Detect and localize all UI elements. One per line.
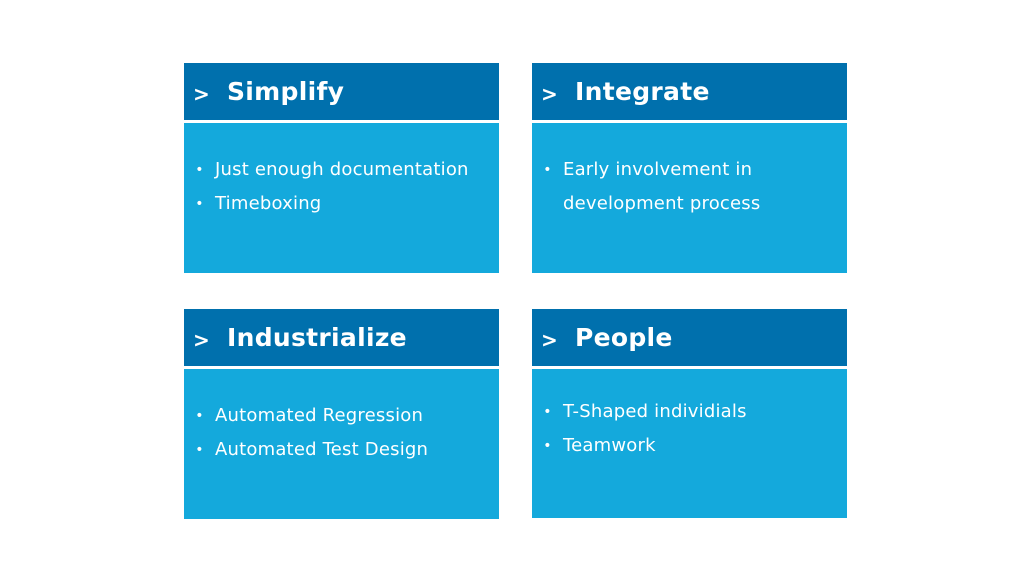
list-item: • Just enough documentation	[184, 153, 499, 187]
bullet-icon: •	[195, 442, 204, 458]
list-item: • Automated Regression	[184, 399, 499, 433]
card-body: • Just enough documentation • Timeboxing	[184, 123, 499, 273]
card-people: > People • T-Shaped individials • Teamwork	[532, 309, 847, 518]
card-body: • Automated Regression • Automated Test De…	[184, 369, 499, 519]
list-item: • T-Shaped individials	[532, 395, 847, 429]
item-text: Automated Test Design	[215, 439, 429, 460]
card-body: • Early involvement in development proces…	[532, 123, 847, 273]
card-simplify: > Simplify • Just enough documentation • T…	[184, 63, 499, 273]
item-text: Early involvement in development process	[563, 159, 761, 214]
chevron-right-icon: >	[541, 327, 558, 352]
card-integrate: > Integrate • Early involvement in develo…	[532, 63, 847, 273]
card-header: > Simplify	[184, 63, 499, 120]
bullet-icon: •	[543, 438, 552, 454]
chevron-right-icon: >	[193, 81, 210, 106]
bullet-icon: •	[195, 408, 204, 424]
item-text: T-Shaped individials	[563, 401, 747, 422]
card-header: > People	[532, 309, 847, 366]
card-header: > Industrialize	[184, 309, 499, 366]
card-title: People	[575, 323, 673, 352]
bullet-icon: •	[195, 162, 204, 178]
list-item: • Early involvement in development proces…	[532, 153, 847, 221]
bullet-icon: •	[195, 196, 204, 212]
item-text: Timeboxing	[215, 193, 322, 214]
list-item: • Automated Test Design	[184, 433, 499, 467]
item-text: Just enough documentation	[215, 159, 469, 180]
card-header: > Integrate	[532, 63, 847, 120]
item-text: Automated Regression	[215, 405, 424, 426]
chevron-right-icon: >	[193, 327, 210, 352]
card-title: Simplify	[227, 77, 345, 106]
card-title: Industrialize	[227, 323, 407, 352]
chevron-right-icon: >	[541, 81, 558, 106]
list-item: • Teamwork	[532, 429, 847, 463]
card-industrialize: > Industrialize • Automated Regression • A…	[184, 309, 499, 519]
bullet-icon: •	[543, 162, 552, 178]
card-title: Integrate	[575, 77, 710, 106]
bullet-icon: •	[543, 404, 552, 420]
card-body: • T-Shaped individials • Teamwork	[532, 369, 847, 518]
list-item: • Timeboxing	[184, 187, 499, 221]
item-text: Teamwork	[563, 435, 656, 456]
